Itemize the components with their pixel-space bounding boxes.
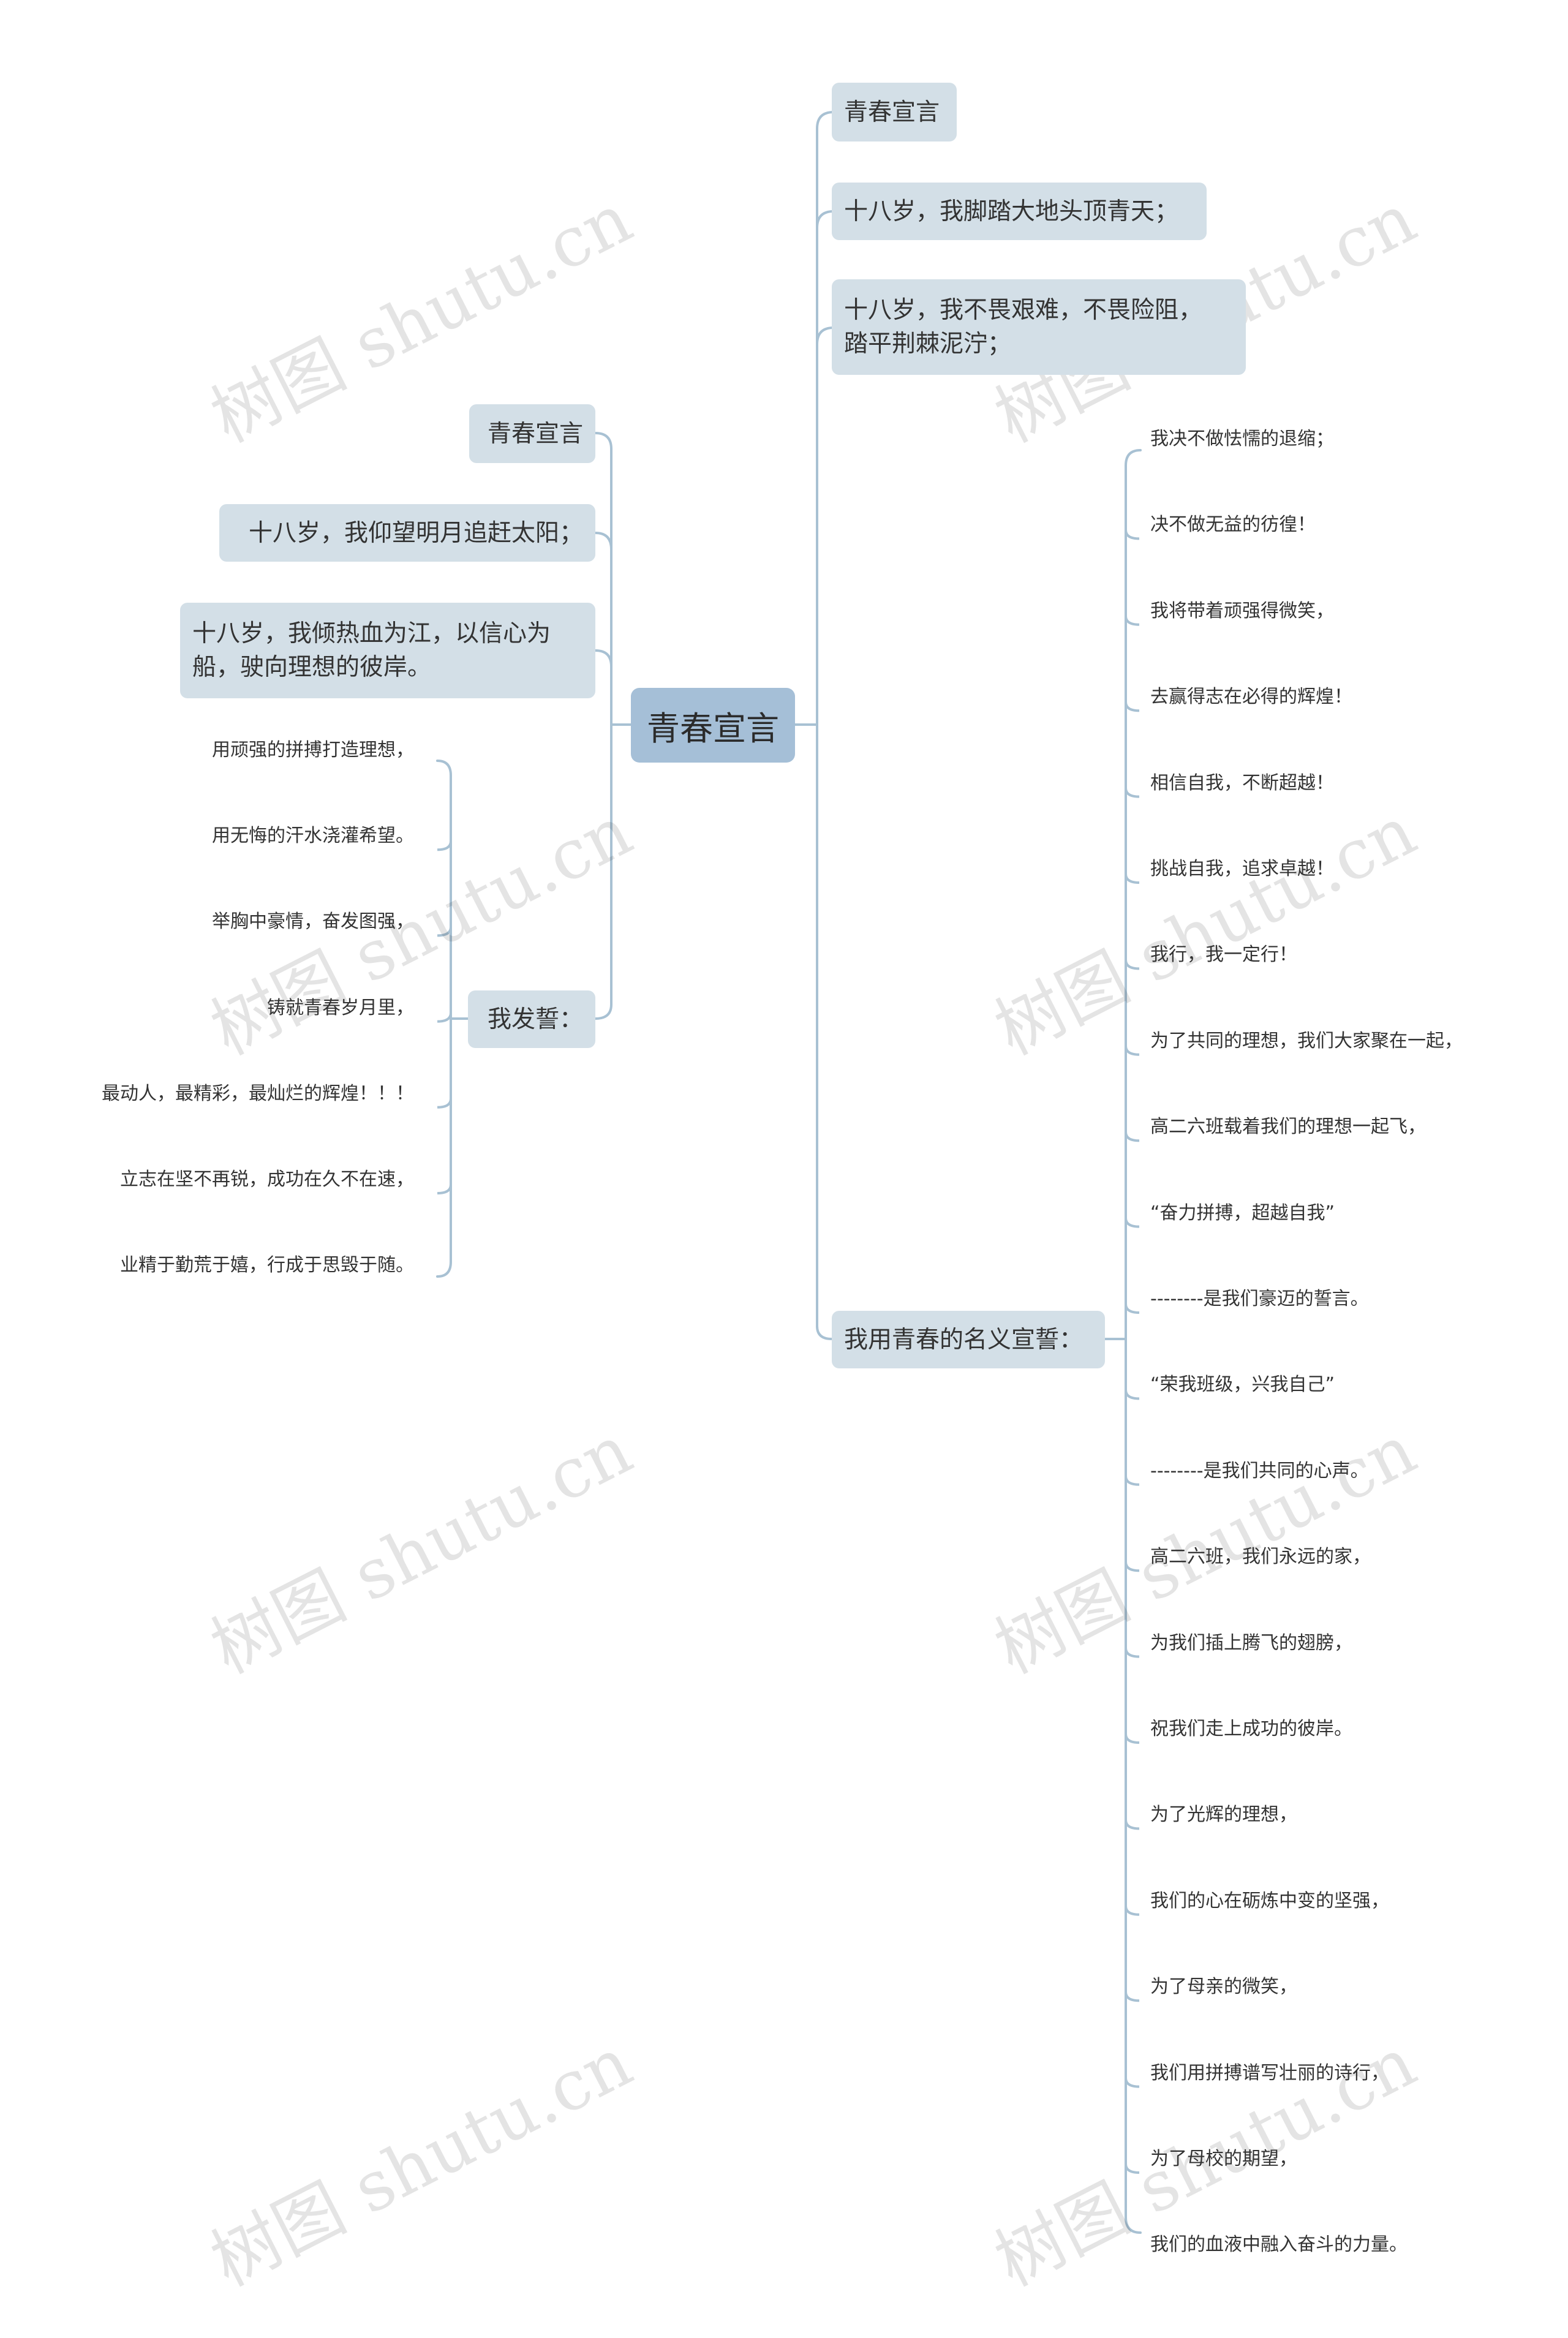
pledge-leaf[interactable]: “奋力拼搏，超越自我” [1150, 1202, 1335, 1224]
pledge-leaf[interactable]: --------是我们豪迈的誓言。 [1150, 1288, 1369, 1310]
topic-label: 我发誓： [487, 1005, 583, 1033]
pledge-leaf[interactable]: “荣我班级，兴我自己” [1150, 1374, 1335, 1396]
line-left-4 [594, 1003, 612, 1020]
topic-label: 青春宣言 [487, 420, 583, 448]
pledge-leaf[interactable]: 为了光辉的理想， [1150, 1804, 1297, 1826]
pledge-tick [1125, 1733, 1140, 1744]
pledge-leaf[interactable]: 相信自我，不断超越！ [1150, 772, 1334, 794]
pledge-leaf[interactable]: 去赢得志在必得的辉煌！ [1150, 686, 1352, 708]
pledge-tick [1125, 702, 1140, 712]
pledge-leaf[interactable]: 我们的心在砺炼中变的坚强， [1150, 1890, 1389, 1912]
pledge-leaf[interactable]: 高二六班载着我们的理想一起飞， [1150, 1116, 1426, 1138]
pledge-tick [1125, 616, 1140, 626]
pledge-leaf[interactable]: --------是我们共同的心声。 [1150, 1460, 1369, 1482]
vow-leaf[interactable]: 最动人，最精彩，最灿烂的辉煌！！！ [102, 1082, 414, 1104]
pledge-leaf[interactable]: 我决不做怯懦的退缩； [1150, 428, 1334, 450]
vow-leaf[interactable]: 立志在坚不再锐，成功在久不在速， [120, 1169, 414, 1190]
pledge-leaf[interactable]: 挑战自我，追求卓越！ [1150, 858, 1334, 880]
pledge-tick [1125, 1303, 1140, 1314]
topic-label: 十八岁，我仰望明月追赶太阳； [248, 519, 583, 547]
pledge-tick [1125, 1390, 1140, 1400]
pledge-tick [1125, 1046, 1140, 1056]
pledge-leaf[interactable]: 决不做无益的彷徨！ [1150, 514, 1316, 536]
pledge-leaf[interactable]: 为了母校的期望， [1150, 2148, 1297, 2170]
pledge-leaf[interactable]: 为了共同的理想，我们大家聚在一起， [1150, 1030, 1463, 1052]
left-topic-1[interactable]: 青春宣言 [469, 404, 595, 463]
line-right-3 [816, 326, 835, 345]
line-left-2 [594, 532, 612, 551]
pledge-tick [1125, 1906, 1140, 1916]
right-topic-pledge[interactable]: 我用青春的名义宣誓： [832, 1311, 1105, 1368]
line-left-3 [594, 649, 612, 668]
right-topic-2[interactable]: 十八岁，我脚踏大地头顶青天； [832, 183, 1207, 240]
pledge-leaf[interactable]: 祝我们走上成功的彼岸。 [1150, 1718, 1352, 1740]
pledge-tick [1125, 1218, 1140, 1228]
left-topic-2[interactable]: 十八岁，我仰望明月追赶太阳； [219, 504, 595, 562]
pledge-leaf[interactable]: 为了母亲的微笑， [1150, 1976, 1297, 1998]
vow-leaf[interactable]: 业精于勤荒于嬉，行成于思毁于随。 [120, 1254, 414, 1276]
central-topic[interactable]: 青春宣言 [631, 688, 795, 763]
vow-tick [437, 841, 452, 851]
line-right-2 [816, 210, 835, 229]
left-topic-vow[interactable]: 我发誓： [468, 990, 595, 1048]
right-topic-3[interactable]: 十八岁，我不畏艰难，不畏险阻， 踏平荆棘泥泞； [832, 279, 1246, 375]
topic-label: 青春宣言 [844, 98, 940, 126]
line-left-1 [594, 432, 612, 450]
line-right-4 [816, 1325, 833, 1340]
pledge-tick [1125, 530, 1140, 540]
bracket-vow [436, 760, 452, 1278]
topic-label: 十八岁，我不畏艰难，不畏险阻， 踏平荆棘泥泞； [844, 296, 1203, 358]
vow-leaf[interactable]: 铸就青春岁月里， [267, 997, 414, 1019]
left-topic-3[interactable]: 十八岁，我倾热血为江，以信心为 船，驶向理想的彼岸。 [180, 603, 595, 698]
pledge-tick [1125, 960, 1140, 970]
pledge-leaf[interactable]: 我们的血液中融入奋斗的力量。 [1150, 2234, 1408, 2256]
vow-tick [437, 1184, 452, 1194]
vow-leaf[interactable]: 用无悔的汗水浇灌希望。 [212, 825, 414, 847]
vow-tick [437, 927, 452, 937]
topic-label: 十八岁，我倾热血为江，以信心为 船，驶向理想的彼岸。 [192, 620, 551, 681]
pledge-tick [1125, 1562, 1140, 1572]
pledge-leaf[interactable]: 我们用拼搏谱写壮丽的诗行， [1150, 2062, 1389, 2084]
vow-leaf[interactable]: 举胸中豪情，奋发图强， [212, 911, 414, 933]
pledge-leaf[interactable]: 高二六班，我们永远的家， [1150, 1546, 1371, 1568]
pledge-tick [1125, 873, 1140, 884]
vow-tick [437, 1013, 452, 1023]
pledge-leaf[interactable]: 我将带着顽强得微笑， [1150, 600, 1334, 622]
pledge-leaf[interactable]: 为我们插上腾飞的翅膀， [1150, 1632, 1352, 1654]
pledge-tick [1125, 2163, 1140, 2174]
pledge-tick [1125, 788, 1140, 798]
pledge-tick [1125, 1648, 1140, 1658]
line-right-1 [816, 111, 834, 130]
topic-label: 十八岁，我脚踏大地头顶青天； [844, 197, 1179, 225]
right-topic-1[interactable]: 青春宣言 [832, 83, 957, 141]
central-topic-label: 青春宣言 [647, 709, 779, 748]
vow-leaf[interactable]: 用顽强的拼搏打造理想， [212, 739, 414, 761]
bracket-pledge [1125, 449, 1142, 2234]
pledge-tick [1125, 1820, 1140, 1830]
pledge-tick [1125, 1476, 1140, 1486]
topic-label: 我用青春的名义宣誓： [844, 1325, 1084, 1354]
pledge-tick [1125, 2078, 1140, 2088]
vow-tick [437, 1098, 452, 1109]
pledge-tick [1125, 1992, 1140, 2002]
pledge-leaf[interactable]: 我行，我一定行！ [1150, 944, 1297, 966]
pledge-tick [1125, 1132, 1140, 1142]
